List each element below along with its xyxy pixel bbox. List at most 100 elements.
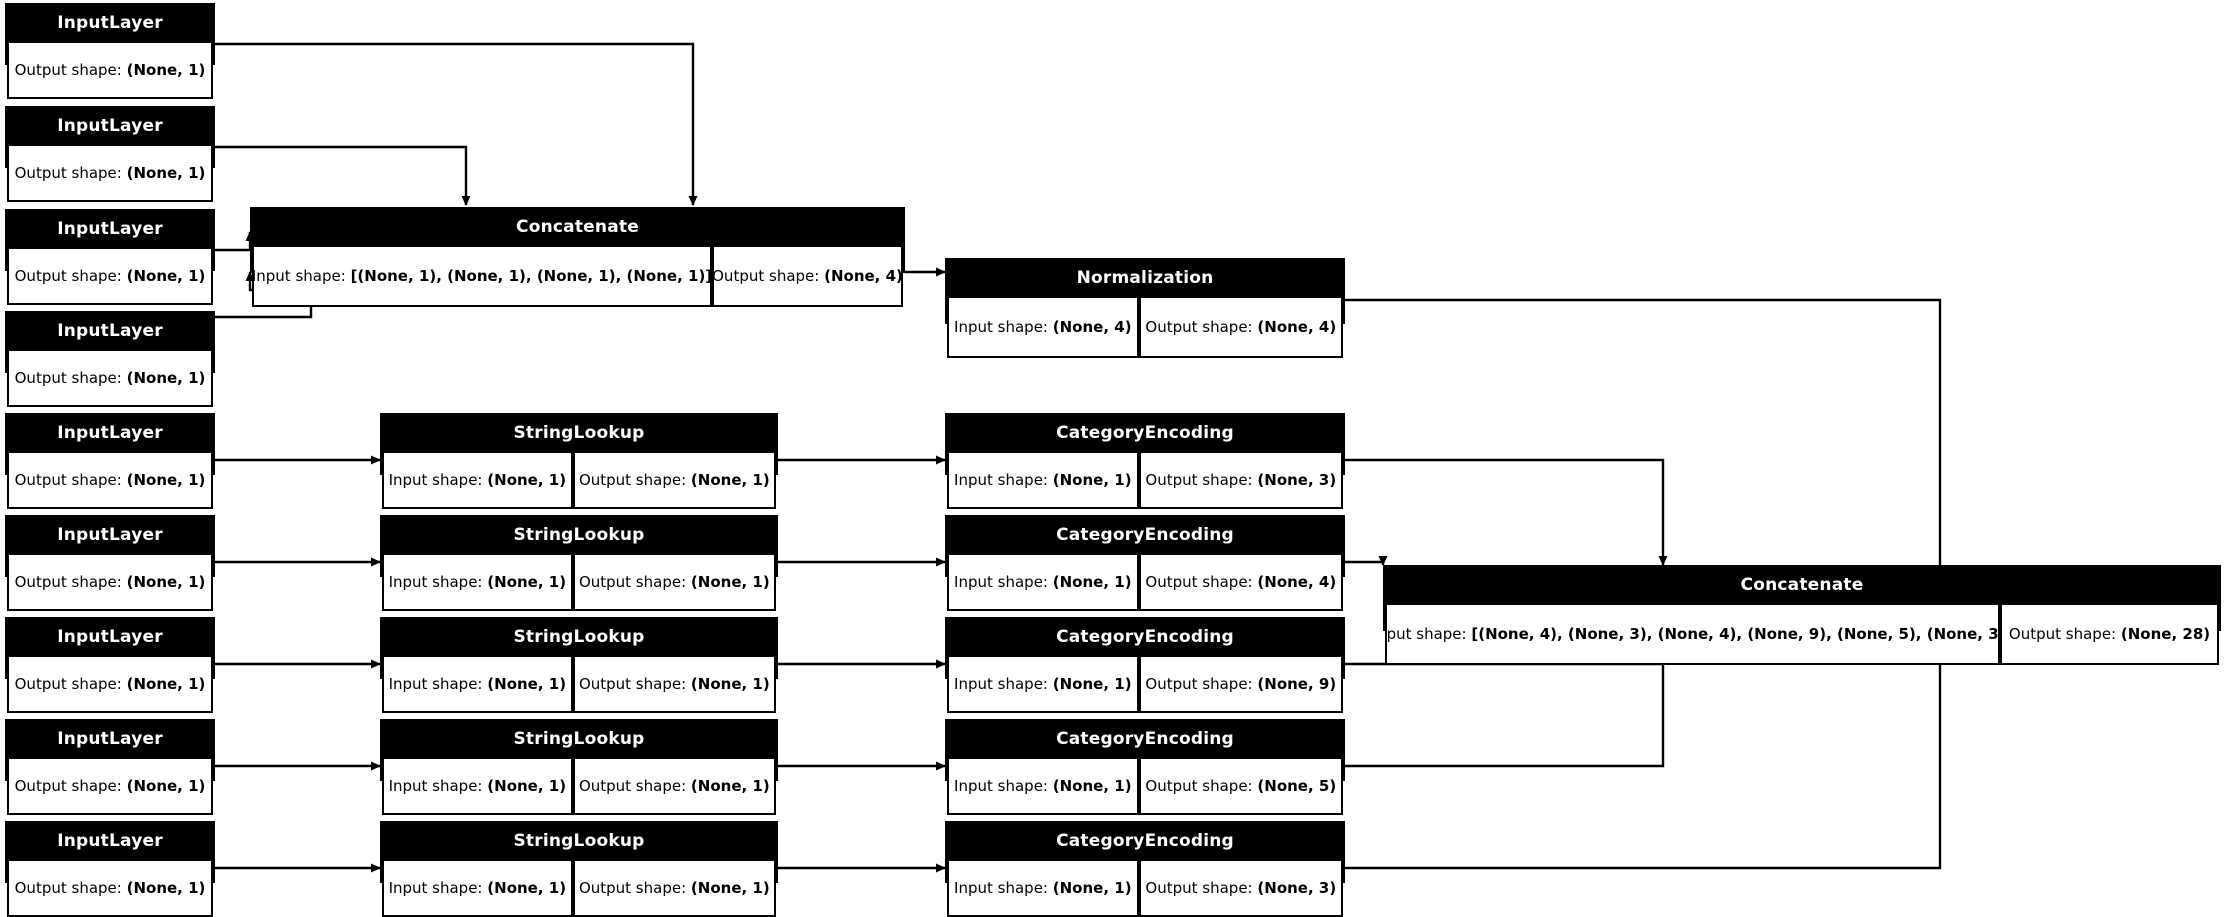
node-title: InputLayer bbox=[7, 823, 213, 859]
node-normalization[interactable]: Normalization Input shape: (None, 4) Out… bbox=[945, 258, 1345, 358]
input-shape-label: Input shape: bbox=[388, 879, 483, 897]
output-shape-value: (None, 1) bbox=[126, 61, 206, 79]
node-title: CategoryEncoding bbox=[947, 823, 1343, 859]
output-shape-label: Output shape: bbox=[14, 879, 122, 897]
output-shape-label: Output shape: bbox=[578, 573, 687, 591]
node-title: InputLayer bbox=[7, 108, 213, 144]
node-string-lookup-5[interactable]: StringLookup Input shape: (None, 1) Outp… bbox=[380, 821, 778, 917]
input-shape-value: (None, 4) bbox=[1052, 318, 1132, 336]
output-shape-label: Output shape: bbox=[14, 267, 122, 285]
output-shape-label: Output shape: bbox=[1145, 675, 1253, 693]
input-shape-label: Input shape: bbox=[954, 318, 1048, 336]
input-shape-cell: Input shape: (None, 1) bbox=[947, 553, 1139, 611]
node-string-lookup-4[interactable]: StringLookup Input shape: (None, 1) Outp… bbox=[380, 719, 778, 815]
node-input-layer-1[interactable]: InputLayer Output shape: (None, 1) bbox=[5, 3, 215, 99]
output-shape-cell: Output shape: (None, 1) bbox=[572, 553, 776, 611]
output-shape-label: Output shape: bbox=[578, 675, 687, 693]
input-shape-value: (None, 1) bbox=[1052, 879, 1132, 897]
input-shape-label: Input shape: bbox=[388, 675, 483, 693]
output-shape-label: Output shape: bbox=[578, 471, 687, 489]
output-shape-label: Output shape: bbox=[1145, 573, 1253, 591]
node-string-lookup-1[interactable]: StringLookup Input shape: (None, 1) Outp… bbox=[380, 413, 778, 509]
node-category-encoding-2[interactable]: CategoryEncoding Input shape: (None, 1) … bbox=[945, 515, 1345, 611]
input-shape-cell: Input shape: (None, 1) bbox=[382, 553, 573, 611]
output-shape-value: (None, 1) bbox=[690, 471, 770, 489]
output-shape-cell: Output shape: (None, 4) bbox=[712, 245, 903, 307]
input-shape-cell: Input shape: (None, 1) bbox=[382, 859, 573, 917]
output-shape-value: (None, 9) bbox=[1257, 675, 1337, 693]
output-shape-value: (None, 1) bbox=[126, 164, 206, 182]
input-shape-label: Input shape: bbox=[954, 471, 1048, 489]
output-shape-label: Output shape: bbox=[14, 777, 122, 795]
node-input-layer-4[interactable]: InputLayer Output shape: (None, 1) bbox=[5, 311, 215, 407]
output-shape-value: (None, 28) bbox=[2120, 625, 2211, 643]
input-shape-label: Input shape: bbox=[388, 777, 483, 795]
node-concatenate-final[interactable]: Concatenate Input shape: [(None, 4), (No… bbox=[1383, 565, 2221, 665]
input-shape-cell: Input shape: [(None, 4), (None, 3), (Non… bbox=[1385, 603, 2000, 665]
node-category-encoding-5[interactable]: CategoryEncoding Input shape: (None, 1) … bbox=[945, 821, 1345, 917]
node-category-encoding-3[interactable]: CategoryEncoding Input shape: (None, 1) … bbox=[945, 617, 1345, 713]
node-title: InputLayer bbox=[7, 517, 213, 553]
output-shape-value: (None, 1) bbox=[126, 471, 206, 489]
input-shape-label: Input shape: bbox=[388, 573, 483, 591]
node-input-layer-5[interactable]: InputLayer Output shape: (None, 1) bbox=[5, 413, 215, 509]
node-input-layer-3[interactable]: InputLayer Output shape: (None, 1) bbox=[5, 209, 215, 305]
node-title: InputLayer bbox=[7, 415, 213, 451]
node-title: CategoryEncoding bbox=[947, 721, 1343, 757]
node-title: InputLayer bbox=[7, 313, 213, 349]
node-title: StringLookup bbox=[382, 619, 776, 655]
input-shape-cell: Input shape: (None, 1) bbox=[947, 655, 1139, 713]
node-string-lookup-2[interactable]: StringLookup Input shape: (None, 1) Outp… bbox=[380, 515, 778, 611]
input-shape-cell: Input shape: (None, 1) bbox=[382, 757, 573, 815]
output-shape-label: Output shape: bbox=[578, 879, 687, 897]
node-title: StringLookup bbox=[382, 517, 776, 553]
output-shape-label: Output shape: bbox=[14, 164, 122, 182]
input-shape-value: (None, 1) bbox=[1052, 777, 1132, 795]
output-shape-cell: Output shape: (None, 1) bbox=[7, 247, 213, 305]
output-shape-value: (None, 1) bbox=[126, 369, 206, 387]
output-shape-cell: Output shape: (None, 4) bbox=[1138, 296, 1343, 358]
node-category-encoding-4[interactable]: CategoryEncoding Input shape: (None, 1) … bbox=[945, 719, 1345, 815]
input-shape-value: (None, 1) bbox=[487, 573, 567, 591]
input-shape-value: [(None, 1), (None, 1), (None, 1), (None,… bbox=[350, 267, 712, 285]
output-shape-value: (None, 4) bbox=[824, 267, 903, 285]
output-shape-value: (None, 1) bbox=[690, 675, 770, 693]
output-shape-cell: Output shape: (None, 1) bbox=[7, 859, 213, 917]
output-shape-value: (None, 3) bbox=[1257, 471, 1337, 489]
node-input-layer-2[interactable]: InputLayer Output shape: (None, 1) bbox=[5, 106, 215, 202]
output-shape-cell: Output shape: (None, 1) bbox=[572, 859, 776, 917]
output-shape-cell: Output shape: (None, 3) bbox=[1138, 451, 1343, 509]
output-shape-value: (None, 1) bbox=[126, 267, 206, 285]
node-category-encoding-1[interactable]: CategoryEncoding Input shape: (None, 1) … bbox=[945, 413, 1345, 509]
node-input-layer-8[interactable]: InputLayer Output shape: (None, 1) bbox=[5, 719, 215, 815]
node-title: InputLayer bbox=[7, 619, 213, 655]
output-shape-label: Output shape: bbox=[1145, 777, 1253, 795]
output-shape-label: Output shape: bbox=[14, 471, 122, 489]
node-title: InputLayer bbox=[7, 5, 213, 41]
input-shape-value: (None, 1) bbox=[487, 777, 567, 795]
node-concatenate-numeric[interactable]: Concatenate Input shape: [(None, 1), (No… bbox=[250, 207, 905, 307]
output-shape-label: Output shape: bbox=[1145, 471, 1253, 489]
output-shape-label: Output shape: bbox=[1145, 879, 1253, 897]
output-shape-value: (None, 5) bbox=[1257, 777, 1337, 795]
input-shape-cell: Input shape: (None, 1) bbox=[947, 451, 1139, 509]
output-shape-cell: Output shape: (None, 1) bbox=[572, 757, 776, 815]
node-string-lookup-3[interactable]: StringLookup Input shape: (None, 1) Outp… bbox=[380, 617, 778, 713]
node-input-layer-9[interactable]: InputLayer Output shape: (None, 1) bbox=[5, 821, 215, 917]
output-shape-value: (None, 3) bbox=[1257, 879, 1337, 897]
output-shape-label: Output shape: bbox=[14, 573, 122, 591]
output-shape-label: Output shape: bbox=[1145, 318, 1253, 336]
input-shape-label: Input shape: bbox=[252, 267, 346, 285]
output-shape-label: Output shape: bbox=[712, 267, 820, 285]
node-title: StringLookup bbox=[382, 721, 776, 757]
input-shape-cell: Input shape: (None, 4) bbox=[947, 296, 1139, 358]
node-input-layer-7[interactable]: InputLayer Output shape: (None, 1) bbox=[5, 617, 215, 713]
node-input-layer-6[interactable]: InputLayer Output shape: (None, 1) bbox=[5, 515, 215, 611]
output-shape-cell: Output shape: (None, 1) bbox=[7, 553, 213, 611]
node-title: CategoryEncoding bbox=[947, 517, 1343, 553]
output-shape-cell: Output shape: (None, 1) bbox=[7, 451, 213, 509]
input-shape-value: (None, 1) bbox=[487, 675, 567, 693]
output-shape-cell: Output shape: (None, 1) bbox=[7, 757, 213, 815]
input-shape-value: (None, 1) bbox=[1052, 471, 1132, 489]
